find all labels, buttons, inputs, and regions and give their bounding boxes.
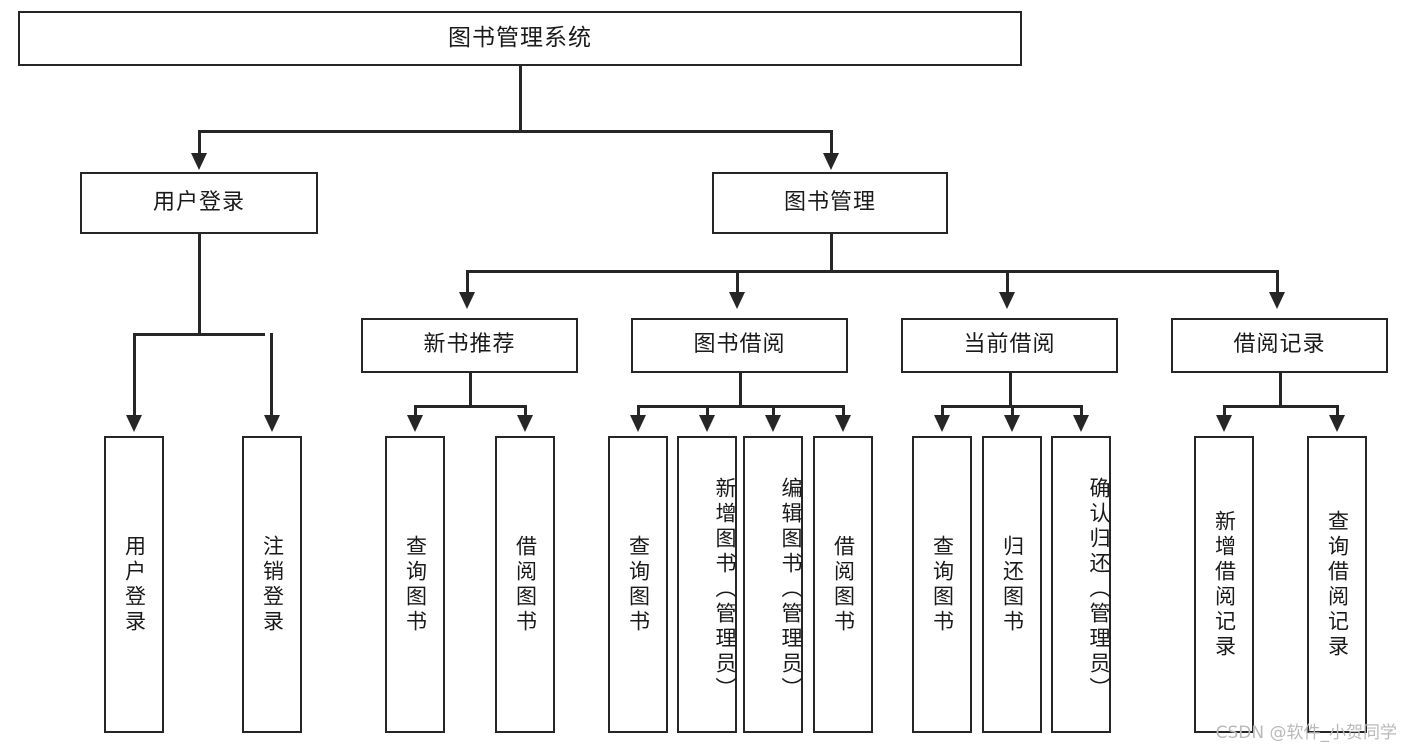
csdn-watermark: CSDN @软件_小贺同学 — [1215, 723, 1397, 743]
edge-cb-drop-2 — [1011, 405, 1014, 419]
arrow-bb-leaf-4 — [835, 415, 851, 432]
arrow-bb-leaf-3 — [765, 415, 781, 432]
node-book-manage[interactable]: 图书管理 — [712, 172, 948, 234]
edge-nb-bar — [414, 405, 526, 408]
edge-bb-drop-4 — [842, 405, 845, 419]
edge-user-login-drop-1 — [133, 333, 136, 419]
edge-bm-drop-2 — [736, 270, 739, 295]
arrow-to-leaf-user-login — [126, 415, 142, 432]
edge-nb-stem — [469, 373, 472, 407]
arrow-to-leaf-logout — [264, 415, 280, 432]
arrow-to-user-login — [191, 153, 207, 170]
edge-bb-drop-3 — [772, 405, 775, 419]
edge-bm-drop-3 — [1006, 270, 1009, 295]
arrow-nb-leaf-2 — [517, 415, 533, 432]
edge-root-bar — [198, 130, 832, 133]
arrow-to-book-manage — [823, 153, 839, 170]
leaf-user-login[interactable]: 用户登录 — [104, 436, 164, 733]
node-borrow-record[interactable]: 借阅记录 — [1171, 318, 1388, 373]
leaf-logout[interactable]: 注销登录 — [242, 436, 302, 733]
arrow-bb-leaf-2 — [699, 415, 715, 432]
edge-bm-drop-4 — [1276, 270, 1279, 295]
arrow-to-new-book — [459, 292, 475, 309]
edge-nb-drop-2 — [524, 405, 527, 419]
edge-br-stem — [1279, 373, 1282, 407]
arrow-to-book-borrow — [729, 292, 745, 309]
edge-br-bar — [1223, 405, 1338, 408]
leaf-confirm-return-admin[interactable]: 确认归还（管理员） — [1051, 436, 1111, 733]
edge-root-stem — [519, 66, 522, 132]
edge-root-left-drop — [198, 130, 201, 156]
leaf-add-book-admin[interactable]: 新增图书（管理员） — [677, 436, 737, 733]
leaf-borrow-book-bb[interactable]: 借阅图书 — [813, 436, 873, 733]
arrow-cb-leaf-3 — [1073, 415, 1089, 432]
arrow-to-borrow-record — [1269, 292, 1285, 309]
arrow-nb-leaf-1 — [407, 415, 423, 432]
arrow-br-leaf-2 — [1329, 415, 1345, 432]
arrow-cb-leaf-2 — [1004, 415, 1020, 432]
node-new-book-recommend[interactable]: 新书推荐 — [361, 318, 578, 373]
edge-book-manage-bar — [466, 270, 1278, 273]
leaf-borrow-book-nb[interactable]: 借阅图书 — [495, 436, 555, 733]
edge-cb-drop-1 — [941, 405, 944, 419]
edge-bb-stem — [739, 373, 742, 407]
edge-bm-drop-1 — [466, 270, 469, 295]
edge-root-right-drop — [830, 130, 833, 156]
leaf-query-book-bb[interactable]: 查询图书 — [608, 436, 668, 733]
node-root-system[interactable]: 图书管理系统 — [18, 11, 1022, 66]
arrow-to-current-borrow — [999, 292, 1015, 309]
node-book-borrow[interactable]: 图书借阅 — [631, 318, 848, 373]
edge-bb-bar — [637, 405, 844, 408]
arrow-br-leaf-1 — [1216, 415, 1232, 432]
leaf-return-book[interactable]: 归还图书 — [982, 436, 1042, 733]
leaf-add-borrow-record[interactable]: 新增借阅记录 — [1194, 436, 1254, 733]
leaf-query-book-cb[interactable]: 查询图书 — [912, 436, 972, 733]
edge-user-login-drop-2 — [270, 333, 273, 419]
edge-book-manage-stem — [830, 234, 833, 272]
edge-br-drop-1 — [1223, 405, 1226, 419]
leaf-edit-book-admin[interactable]: 编辑图书（管理员） — [743, 436, 803, 733]
leaf-query-book-nb[interactable]: 查询图书 — [385, 436, 445, 733]
node-current-borrow[interactable]: 当前借阅 — [901, 318, 1118, 373]
edge-cb-drop-3 — [1080, 405, 1083, 419]
edge-user-login-bar — [133, 333, 265, 336]
edge-bb-drop-2 — [706, 405, 709, 419]
edge-user-login-stem — [198, 234, 201, 335]
node-user-login[interactable]: 用户登录 — [80, 172, 318, 234]
edge-cb-stem — [1009, 373, 1012, 407]
edge-br-drop-2 — [1336, 405, 1339, 419]
arrow-bb-leaf-1 — [630, 415, 646, 432]
arrow-cb-leaf-1 — [934, 415, 950, 432]
leaf-query-borrow-record[interactable]: 查询借阅记录 — [1307, 436, 1367, 733]
edge-nb-drop-1 — [414, 405, 417, 419]
edge-bb-drop-1 — [637, 405, 640, 419]
